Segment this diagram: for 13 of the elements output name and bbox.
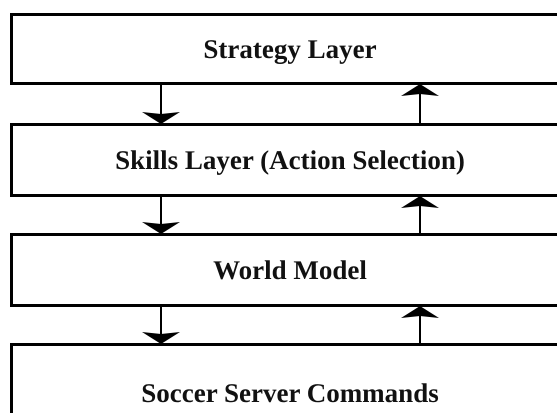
layer-label: Soccer Server Commands <box>141 378 439 408</box>
layer-label: Strategy Layer <box>203 34 377 64</box>
arrow <box>401 306 439 343</box>
arrow <box>401 84 439 123</box>
arrow <box>142 197 180 234</box>
layer-box <box>10 13 557 85</box>
layer-label: Skills Layer (Action Selection) <box>115 144 465 176</box>
arrow <box>401 196 439 233</box>
layer-box <box>10 123 557 197</box>
arrow <box>142 307 180 344</box>
layer-box <box>10 233 557 307</box>
layer-label: World Model <box>213 254 367 286</box>
arrow <box>142 85 180 124</box>
